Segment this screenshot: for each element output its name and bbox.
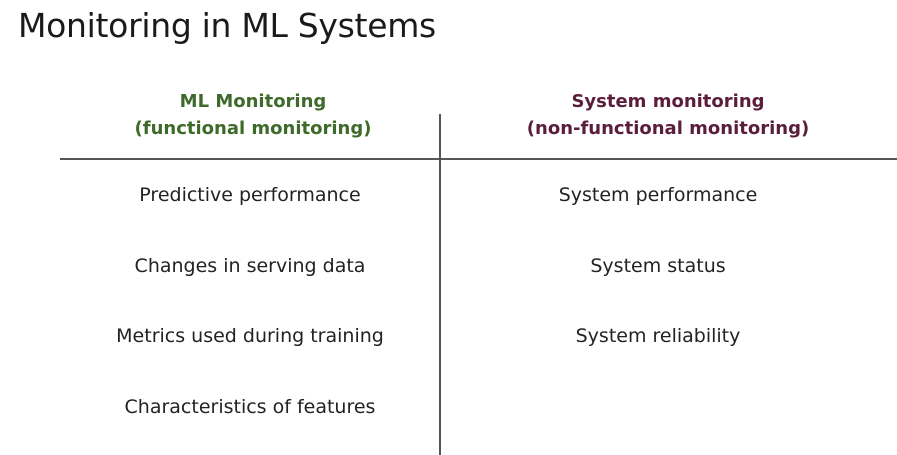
system-item-reliability: System reliability — [575, 325, 741, 347]
ml-monitoring-header: ML Monitoring (functional monitoring) — [103, 88, 403, 142]
system-monitoring-header-title: System monitoring — [571, 91, 765, 112]
ml-item-predictive-performance: Predictive performance — [139, 184, 361, 206]
system-monitoring-header-subtitle: (non-functional monitoring) — [526, 118, 810, 139]
ml-monitoring-header-subtitle: (functional monitoring) — [134, 118, 372, 139]
system-item-status: System status — [590, 255, 726, 277]
vertical-divider — [439, 114, 441, 455]
ml-item-characteristics-of-features: Characteristics of features — [124, 396, 376, 418]
system-item-performance: System performance — [558, 184, 758, 206]
horizontal-divider — [60, 158, 897, 160]
ml-item-changes-in-serving-data: Changes in serving data — [134, 255, 366, 277]
ml-item-metrics-used-during-training: Metrics used during training — [116, 325, 384, 347]
page-title: Monitoring in ML Systems — [18, 6, 436, 45]
ml-monitoring-header-title: ML Monitoring — [179, 91, 327, 112]
system-monitoring-header: System monitoring (non-functional monito… — [518, 88, 818, 142]
